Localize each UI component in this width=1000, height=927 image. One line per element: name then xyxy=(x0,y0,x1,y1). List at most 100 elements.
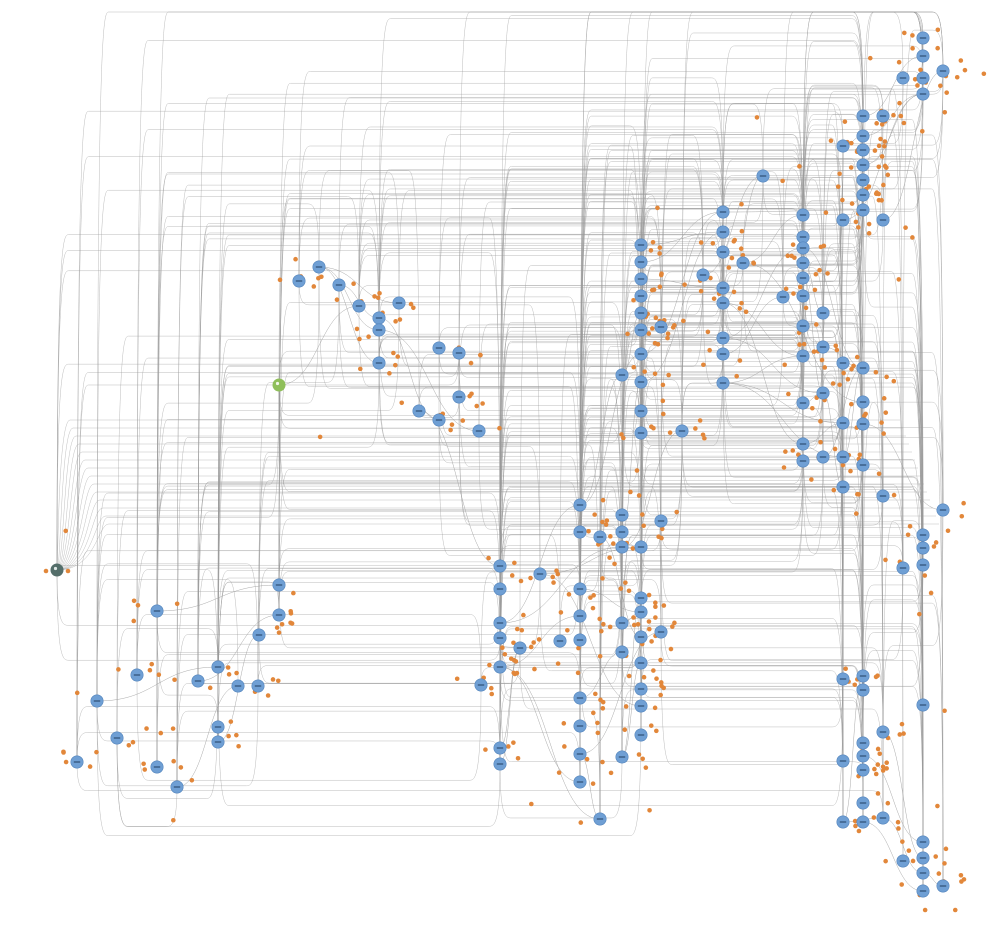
leaf-node[interactable] xyxy=(636,493,642,498)
leaf-node[interactable] xyxy=(391,350,396,356)
leaf-node[interactable] xyxy=(849,401,854,407)
leaf-node[interactable] xyxy=(631,297,636,303)
leaf-node[interactable] xyxy=(883,410,889,415)
graph-node[interactable] xyxy=(916,698,930,712)
leaf-node[interactable] xyxy=(591,710,596,716)
leaf-node[interactable] xyxy=(393,319,398,324)
leaf-node[interactable] xyxy=(623,704,629,709)
graph-node[interactable] xyxy=(452,346,466,360)
graph-node[interactable] xyxy=(170,780,184,794)
leaf-node[interactable] xyxy=(654,676,659,681)
leaf-node[interactable] xyxy=(608,770,614,776)
leaf-node[interactable] xyxy=(601,621,606,627)
leaf-node[interactable] xyxy=(631,622,637,628)
leaf-node[interactable] xyxy=(640,512,645,517)
leaf-node[interactable] xyxy=(87,764,93,769)
leaf-node[interactable] xyxy=(655,205,660,211)
leaf-node[interactable] xyxy=(873,369,879,375)
leaf-node[interactable] xyxy=(881,396,887,401)
graph-node[interactable] xyxy=(634,255,648,269)
leaf-node[interactable] xyxy=(734,373,739,379)
graph-node[interactable] xyxy=(916,49,930,63)
graph-node[interactable] xyxy=(876,489,890,503)
leaf-node[interactable] xyxy=(551,580,556,585)
leaf-node[interactable] xyxy=(873,191,879,197)
leaf-node[interactable] xyxy=(961,500,966,506)
leaf-node[interactable] xyxy=(876,197,882,203)
leaf-node[interactable] xyxy=(876,164,882,170)
leaf-node[interactable] xyxy=(590,781,596,786)
leaf-node[interactable] xyxy=(591,593,596,598)
leaf-node[interactable] xyxy=(657,251,662,256)
leaf-node[interactable] xyxy=(871,815,877,820)
graph-node[interactable] xyxy=(533,567,547,581)
graph-node[interactable] xyxy=(352,299,366,313)
leaf-node[interactable] xyxy=(506,744,511,749)
leaf-node[interactable] xyxy=(740,252,746,258)
graph-node[interactable] xyxy=(634,347,648,361)
leaf-node[interactable] xyxy=(928,590,934,596)
leaf-node[interactable] xyxy=(901,731,906,736)
graph-node[interactable] xyxy=(573,775,587,789)
graph-node[interactable] xyxy=(796,271,810,285)
leaf-node[interactable] xyxy=(918,67,923,73)
leaf-node[interactable] xyxy=(661,603,667,608)
graph-node[interactable] xyxy=(634,656,648,670)
leaf-node[interactable] xyxy=(954,74,960,80)
leaf-node[interactable] xyxy=(830,381,836,386)
graph-node[interactable] xyxy=(696,268,710,282)
leaf-node[interactable] xyxy=(512,560,517,566)
leaf-node[interactable] xyxy=(529,801,534,807)
leaf-node[interactable] xyxy=(933,854,939,859)
graph-node[interactable] xyxy=(654,514,668,528)
leaf-node[interactable] xyxy=(172,677,177,683)
leaf-node[interactable] xyxy=(877,751,883,757)
leaf-node[interactable] xyxy=(884,766,889,771)
leaf-node[interactable] xyxy=(156,672,162,678)
graph-node[interactable] xyxy=(916,541,930,555)
leaf-node[interactable] xyxy=(885,800,891,806)
leaf-node[interactable] xyxy=(897,100,902,106)
leaf-node[interactable] xyxy=(511,670,517,676)
leaf-node[interactable] xyxy=(375,295,381,301)
leaf-node[interactable] xyxy=(598,697,603,703)
leaf-node[interactable] xyxy=(600,576,605,581)
leaf-node[interactable] xyxy=(831,487,837,493)
leaf-node[interactable] xyxy=(395,354,401,359)
graph-node[interactable] xyxy=(836,356,850,370)
graph-node[interactable] xyxy=(936,503,950,517)
graph-node[interactable] xyxy=(90,694,104,708)
leaf-node[interactable] xyxy=(875,746,881,752)
leaf-node[interactable] xyxy=(149,661,155,667)
leaf-node[interactable] xyxy=(63,528,69,534)
leaf-node[interactable] xyxy=(646,592,652,598)
leaf-node[interactable] xyxy=(276,630,282,635)
leaf-node[interactable] xyxy=(668,646,674,652)
leaf-node[interactable] xyxy=(555,661,561,666)
leaf-node[interactable] xyxy=(743,309,749,315)
leaf-node[interactable] xyxy=(311,284,317,289)
leaf-node[interactable] xyxy=(316,275,321,281)
graph-node[interactable] xyxy=(796,230,810,244)
leaf-node[interactable] xyxy=(274,625,280,630)
graph-node[interactable] xyxy=(836,416,850,430)
leaf-node[interactable] xyxy=(710,240,716,246)
leaf-node[interactable] xyxy=(558,610,564,615)
graph-node[interactable] xyxy=(916,528,930,542)
leaf-node[interactable] xyxy=(607,624,613,630)
leaf-node[interactable] xyxy=(600,497,606,503)
graph-node[interactable] xyxy=(856,203,870,217)
graph-node[interactable] xyxy=(836,815,850,829)
leaf-node[interactable] xyxy=(682,282,687,287)
leaf-node[interactable] xyxy=(171,758,176,764)
graph-node[interactable] xyxy=(856,143,870,157)
leaf-node[interactable] xyxy=(600,759,605,765)
graph-node[interactable] xyxy=(372,323,386,337)
graph-node[interactable] xyxy=(634,289,648,303)
leaf-node[interactable] xyxy=(236,743,241,749)
leaf-node[interactable] xyxy=(818,419,823,424)
graph-node[interactable] xyxy=(716,296,730,310)
graph-node[interactable] xyxy=(716,347,730,361)
graph-node[interactable] xyxy=(836,480,850,494)
leaf-node[interactable] xyxy=(910,235,915,240)
